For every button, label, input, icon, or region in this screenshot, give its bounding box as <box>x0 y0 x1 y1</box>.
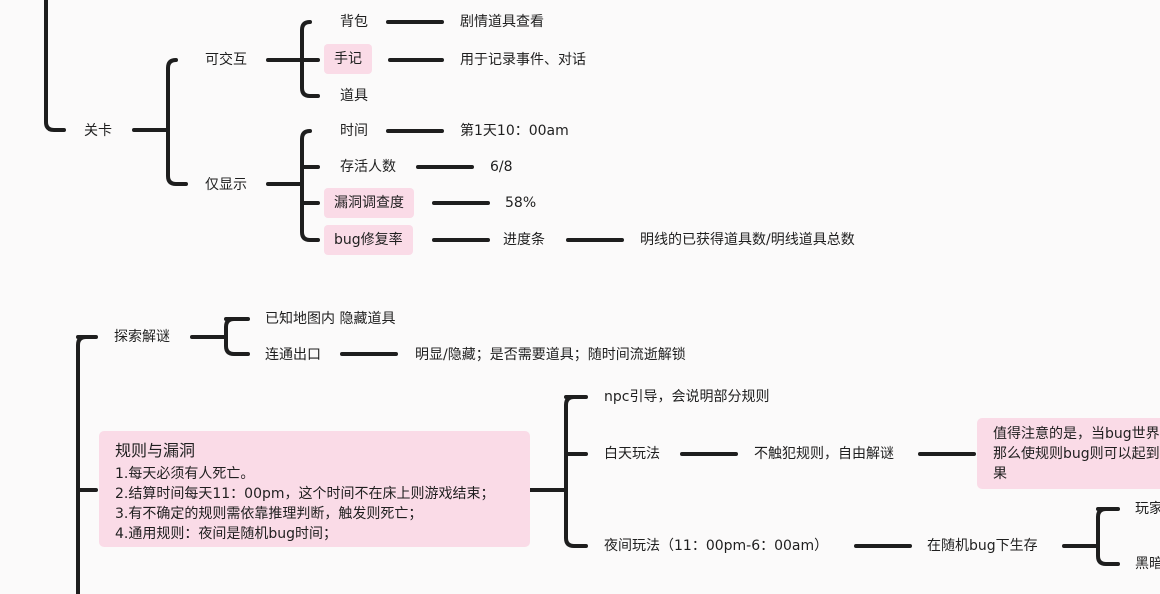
node-bugfix-detail2[interactable]: 明线的已获得道具数/明线道具总数 <box>640 232 855 248</box>
node-bag-detail[interactable]: 剧情道具查看 <box>460 14 544 30</box>
node-alive-detail[interactable]: 6/8 <box>490 159 513 175</box>
node-vuln-detail[interactable]: 58% <box>505 195 537 211</box>
node-night-detail[interactable]: 在随机bug下生存 <box>927 538 1038 554</box>
node-bag[interactable]: 背包 <box>340 14 368 30</box>
node-hidden-items[interactable]: 已知地图内 隐藏道具 <box>265 311 396 327</box>
connector-explore-bracket <box>224 317 250 356</box>
node-display-only[interactable]: 仅显示 <box>205 177 247 193</box>
node-day-detail[interactable]: 不触犯规则，自由解谜 <box>754 446 894 462</box>
node-items[interactable]: 道具 <box>340 88 368 104</box>
node-day[interactable]: 白天玩法 <box>604 446 660 462</box>
connector-trunk-top <box>44 0 66 132</box>
node-night-sub-2[interactable]: 黑暗 <box>1135 556 1160 572</box>
connector-night-bracket <box>1096 507 1120 566</box>
node-level[interactable]: 关卡 <box>84 123 112 139</box>
node-night[interactable]: 夜间玩法（11：00pm-6：00am） <box>604 538 829 554</box>
node-exit[interactable]: 连通出口 <box>265 347 321 363</box>
connector-rules-bracket <box>564 395 588 548</box>
rules-title: 规则与漏洞 <box>115 441 196 460</box>
connector-interactive-bracket <box>300 20 320 98</box>
day-note-line-3: 果 <box>993 466 1007 482</box>
node-day-note[interactable]: 值得注意的是，当bug世界 那么使规则bug则可以起到 果 <box>977 418 1160 489</box>
node-notes-detail[interactable]: 用于记录事件、对话 <box>460 52 586 68</box>
connector-display-bracket <box>300 129 320 242</box>
node-alive[interactable]: 存活人数 <box>340 159 396 175</box>
node-rules[interactable]: 规则与漏洞 1.每天必须有人死亡。 2.结算时间每天11：00pm，这个时间不在… <box>99 431 530 547</box>
node-npc[interactable]: npc引导，会说明部分规则 <box>604 389 770 405</box>
connector-level-bracket <box>166 58 188 186</box>
rules-line-1: 1.每天必须有人死亡。 <box>115 466 255 482</box>
rules-line-4: 4.通用规则：夜间是随机bug时间； <box>115 526 338 542</box>
node-interactive[interactable]: 可交互 <box>205 52 247 68</box>
node-bugfix[interactable]: bug修复率 <box>324 225 413 255</box>
day-note-line-1: 值得注意的是，当bug世界 <box>993 426 1160 442</box>
node-time[interactable]: 时间 <box>340 123 368 139</box>
connector-trunk-bottom <box>76 335 88 594</box>
node-vuln[interactable]: 漏洞调查度 <box>324 188 414 218</box>
day-note-line-2: 那么使规则bug则可以起到 <box>993 446 1160 462</box>
node-exit-detail[interactable]: 明显/隐藏；是否需要道具；随时间流逝解锁 <box>415 347 686 363</box>
node-night-sub-1[interactable]: 玩家 <box>1135 501 1160 517</box>
rules-line-2: 2.结算时间每天11：00pm，这个时间不在床上则游戏结束； <box>115 486 495 502</box>
node-bugfix-detail[interactable]: 进度条 <box>503 232 545 248</box>
node-notes[interactable]: 手记 <box>324 44 372 74</box>
rules-line-3: 3.有不确定的规则需依靠推理判断，触发则死亡； <box>115 506 423 522</box>
node-time-detail[interactable]: 第1天10：00am <box>460 123 569 139</box>
node-explore[interactable]: 探索解谜 <box>114 329 170 345</box>
